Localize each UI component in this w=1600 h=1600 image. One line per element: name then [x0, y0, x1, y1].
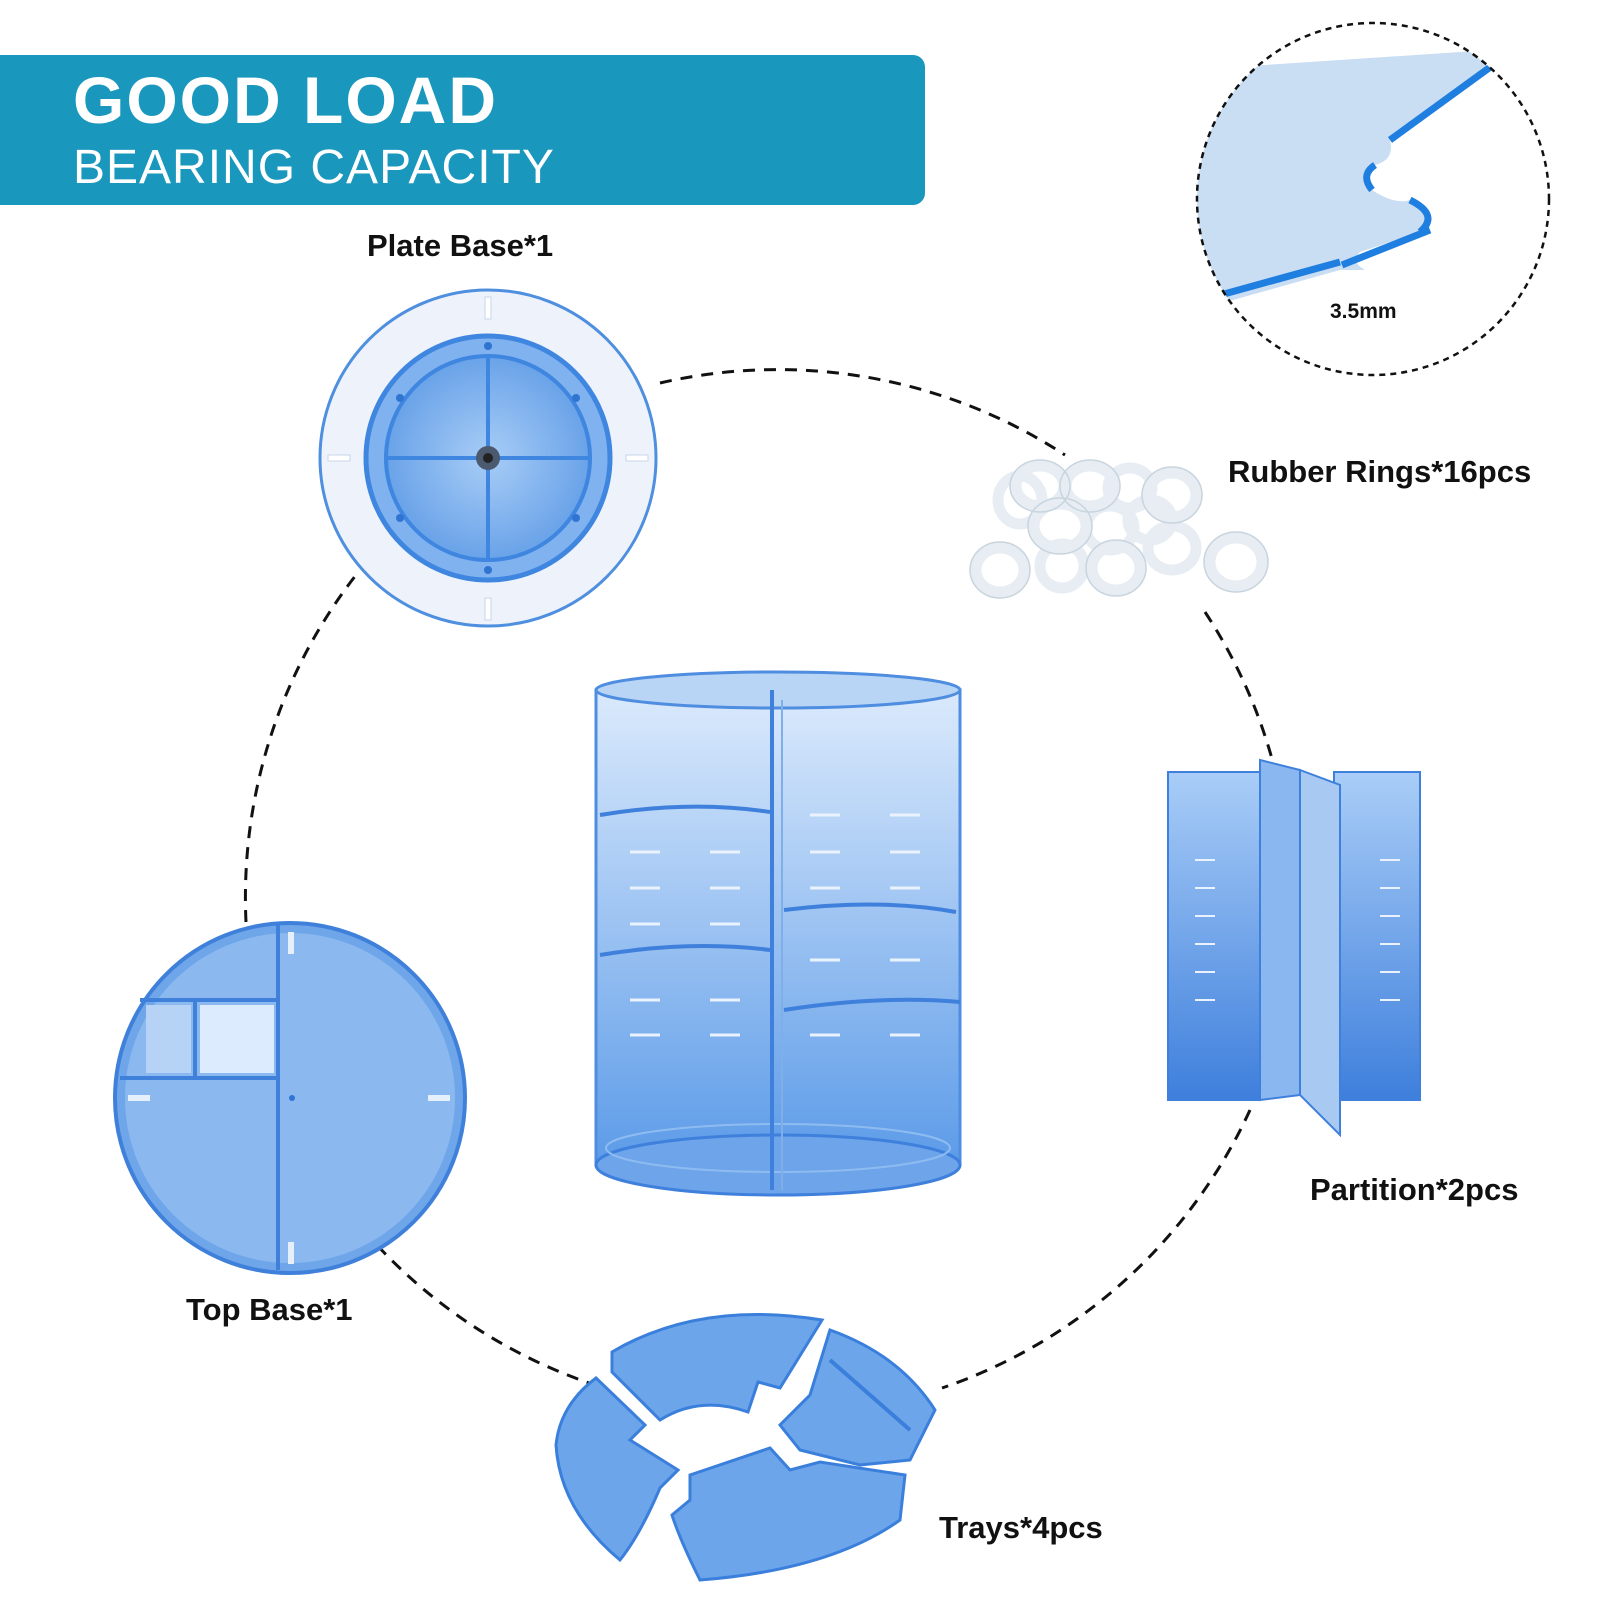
plate-base-label: Plate Base*1 — [367, 228, 554, 263]
thickness-dimension: 3.5mm — [1330, 300, 1397, 323]
plate-base-image — [318, 288, 658, 628]
partition-image — [1167, 758, 1421, 1138]
thickness-detail-zoom — [1195, 21, 1551, 377]
banner-title: GOOD LOAD — [73, 63, 498, 137]
trays-label: Trays*4pcs — [939, 1510, 1103, 1545]
dashed-connector-ring — [243, 368, 1277, 1390]
partition-label: Partition*2pcs — [1310, 1172, 1519, 1207]
banner — [0, 55, 925, 205]
top-base-label: Top Base*1 — [186, 1292, 353, 1327]
rubber-rings-outline — [969, 459, 1269, 599]
assembled-organizer-image — [594, 670, 962, 1197]
top-base-image — [113, 921, 467, 1275]
banner-subtitle: BEARING CAPACITY — [73, 141, 555, 194]
rubber-rings-image — [970, 460, 1268, 598]
trays-image — [554, 1312, 937, 1582]
rubber-rings-label: Rubber Rings*16pcs — [1228, 454, 1532, 489]
